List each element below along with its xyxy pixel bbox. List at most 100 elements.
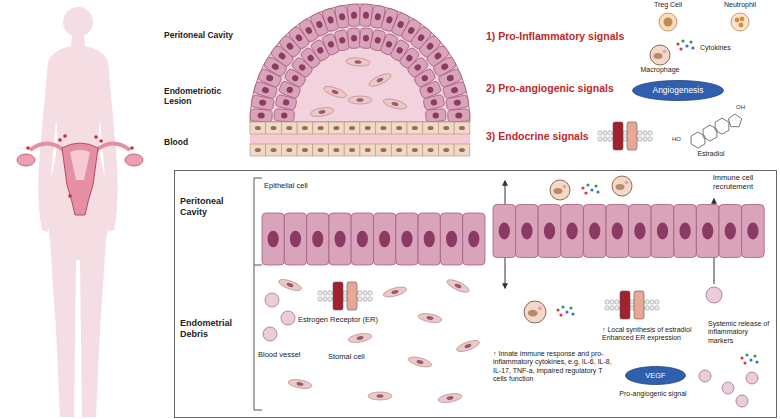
lesion-dome bbox=[250, 4, 470, 122]
endothelial-cell bbox=[250, 144, 266, 156]
cytokine-dot bbox=[745, 353, 748, 356]
receptor-subunit bbox=[620, 291, 630, 319]
stromal-cell bbox=[346, 57, 371, 67]
endothelial-cell bbox=[344, 144, 360, 156]
receptor-subunit bbox=[613, 122, 623, 150]
cell-nucleus bbox=[259, 99, 267, 106]
membrane-lipid bbox=[343, 291, 347, 295]
stromal-cell bbox=[309, 106, 334, 118]
stromal-nucleus bbox=[416, 359, 424, 364]
cell-nucleus bbox=[440, 62, 449, 71]
stromal-nucleus bbox=[318, 110, 326, 115]
membrane-lipid bbox=[363, 297, 367, 301]
stromal-nucleus bbox=[446, 396, 454, 401]
cell-nucleus bbox=[433, 51, 442, 60]
cytokine-dot bbox=[743, 361, 746, 364]
label-text: Estrogen Receptor (ER) bbox=[298, 315, 408, 324]
stromal-body bbox=[347, 332, 372, 344]
text-label: Cytokines bbox=[700, 44, 750, 52]
lesion-cell bbox=[274, 109, 295, 123]
cell-nucleus bbox=[453, 99, 461, 106]
cytokine-dot bbox=[569, 306, 572, 309]
endothelial-nucleus bbox=[365, 148, 371, 152]
cytokine-dot bbox=[596, 190, 599, 193]
endothelial-cell bbox=[423, 144, 439, 156]
membrane-lipid bbox=[610, 300, 614, 304]
membrane-lipid bbox=[598, 131, 602, 135]
text-label: HO bbox=[672, 136, 690, 143]
macrophage-icon bbox=[612, 176, 632, 196]
endothelial-cell bbox=[438, 122, 454, 134]
label-text: ↑ Local synthesis of estradiol Enhanced … bbox=[602, 326, 702, 343]
cell-nucleus bbox=[282, 99, 290, 106]
endothelial-cell bbox=[391, 122, 407, 134]
membrane-lipid bbox=[358, 291, 362, 295]
endothelial-nucleus bbox=[459, 148, 465, 152]
endothelial-cell bbox=[360, 122, 376, 134]
membrane-lipid bbox=[328, 291, 332, 295]
cell-nucleus bbox=[407, 26, 416, 35]
cytokine-dot bbox=[689, 40, 692, 43]
membrane-lipid bbox=[343, 297, 347, 301]
cell-nucleus bbox=[268, 231, 279, 248]
epithelial-cell bbox=[651, 205, 674, 258]
text-label: Epithelial cell bbox=[264, 181, 354, 190]
uterus bbox=[62, 143, 98, 215]
blood-vessel-cell bbox=[281, 311, 295, 325]
endothelial-nucleus bbox=[271, 148, 277, 152]
cell-nucleus bbox=[396, 20, 404, 29]
membrane-lipid bbox=[323, 291, 327, 295]
text-label: Endometrial Debris bbox=[180, 318, 250, 340]
cell-nucleus bbox=[657, 223, 668, 240]
macrophage-nucleus bbox=[654, 53, 663, 59]
cell-body bbox=[423, 94, 445, 110]
text-label: Estrogen Receptor (ER) bbox=[298, 315, 408, 324]
epithelial-cell bbox=[696, 205, 719, 258]
blood-cell bbox=[722, 382, 734, 394]
cytokine-dot bbox=[594, 184, 597, 187]
endothelial-nucleus bbox=[428, 126, 434, 130]
membrane-lipid bbox=[655, 306, 659, 310]
text-label: Blood bbox=[164, 137, 244, 147]
membrane-lipid bbox=[623, 131, 627, 135]
lesion-cell bbox=[423, 94, 445, 110]
membrane-lipid bbox=[605, 300, 609, 304]
cell-nucleus bbox=[339, 37, 346, 45]
label-text: 3) Endocrine signals bbox=[486, 130, 611, 143]
text-label: Blood vessel bbox=[258, 350, 318, 359]
epithelial-cell bbox=[440, 213, 462, 265]
stromal-nucleus bbox=[331, 89, 339, 95]
lesion-cell bbox=[445, 95, 469, 111]
detail-panel bbox=[175, 171, 777, 418]
cell-body bbox=[274, 109, 295, 123]
endothelial-nucleus bbox=[286, 148, 292, 152]
blood-cell bbox=[746, 372, 758, 384]
epithelial-cell bbox=[493, 205, 516, 258]
stromal-nucleus bbox=[357, 98, 364, 102]
stromal-nucleus bbox=[286, 282, 294, 288]
label-text: Epithelial cell bbox=[264, 181, 354, 190]
cell-nucleus bbox=[450, 86, 459, 94]
label-text: Endometrial Debris bbox=[180, 318, 250, 340]
stromal-cell bbox=[347, 332, 372, 344]
cell-nucleus bbox=[312, 231, 323, 248]
cytokine-dot bbox=[679, 47, 682, 50]
label-text: Blood bbox=[164, 137, 244, 147]
endothelial-nucleus bbox=[459, 126, 465, 130]
label-text: Cytokines bbox=[700, 44, 750, 52]
cell-body bbox=[351, 213, 373, 265]
text-label: Stomal cell bbox=[328, 352, 388, 361]
cell-nucleus bbox=[385, 40, 393, 48]
cell-nucleus bbox=[261, 86, 270, 94]
stromal-cell bbox=[287, 378, 312, 390]
cell-body bbox=[307, 213, 329, 265]
cell-body bbox=[742, 205, 765, 258]
cell-nucleus bbox=[725, 223, 736, 240]
label-text: Neutrophil bbox=[712, 1, 768, 9]
cell-nucleus bbox=[277, 51, 286, 60]
cell-body bbox=[674, 205, 697, 258]
stromal-cell bbox=[368, 392, 392, 400]
stromal-nucleus bbox=[296, 382, 304, 387]
